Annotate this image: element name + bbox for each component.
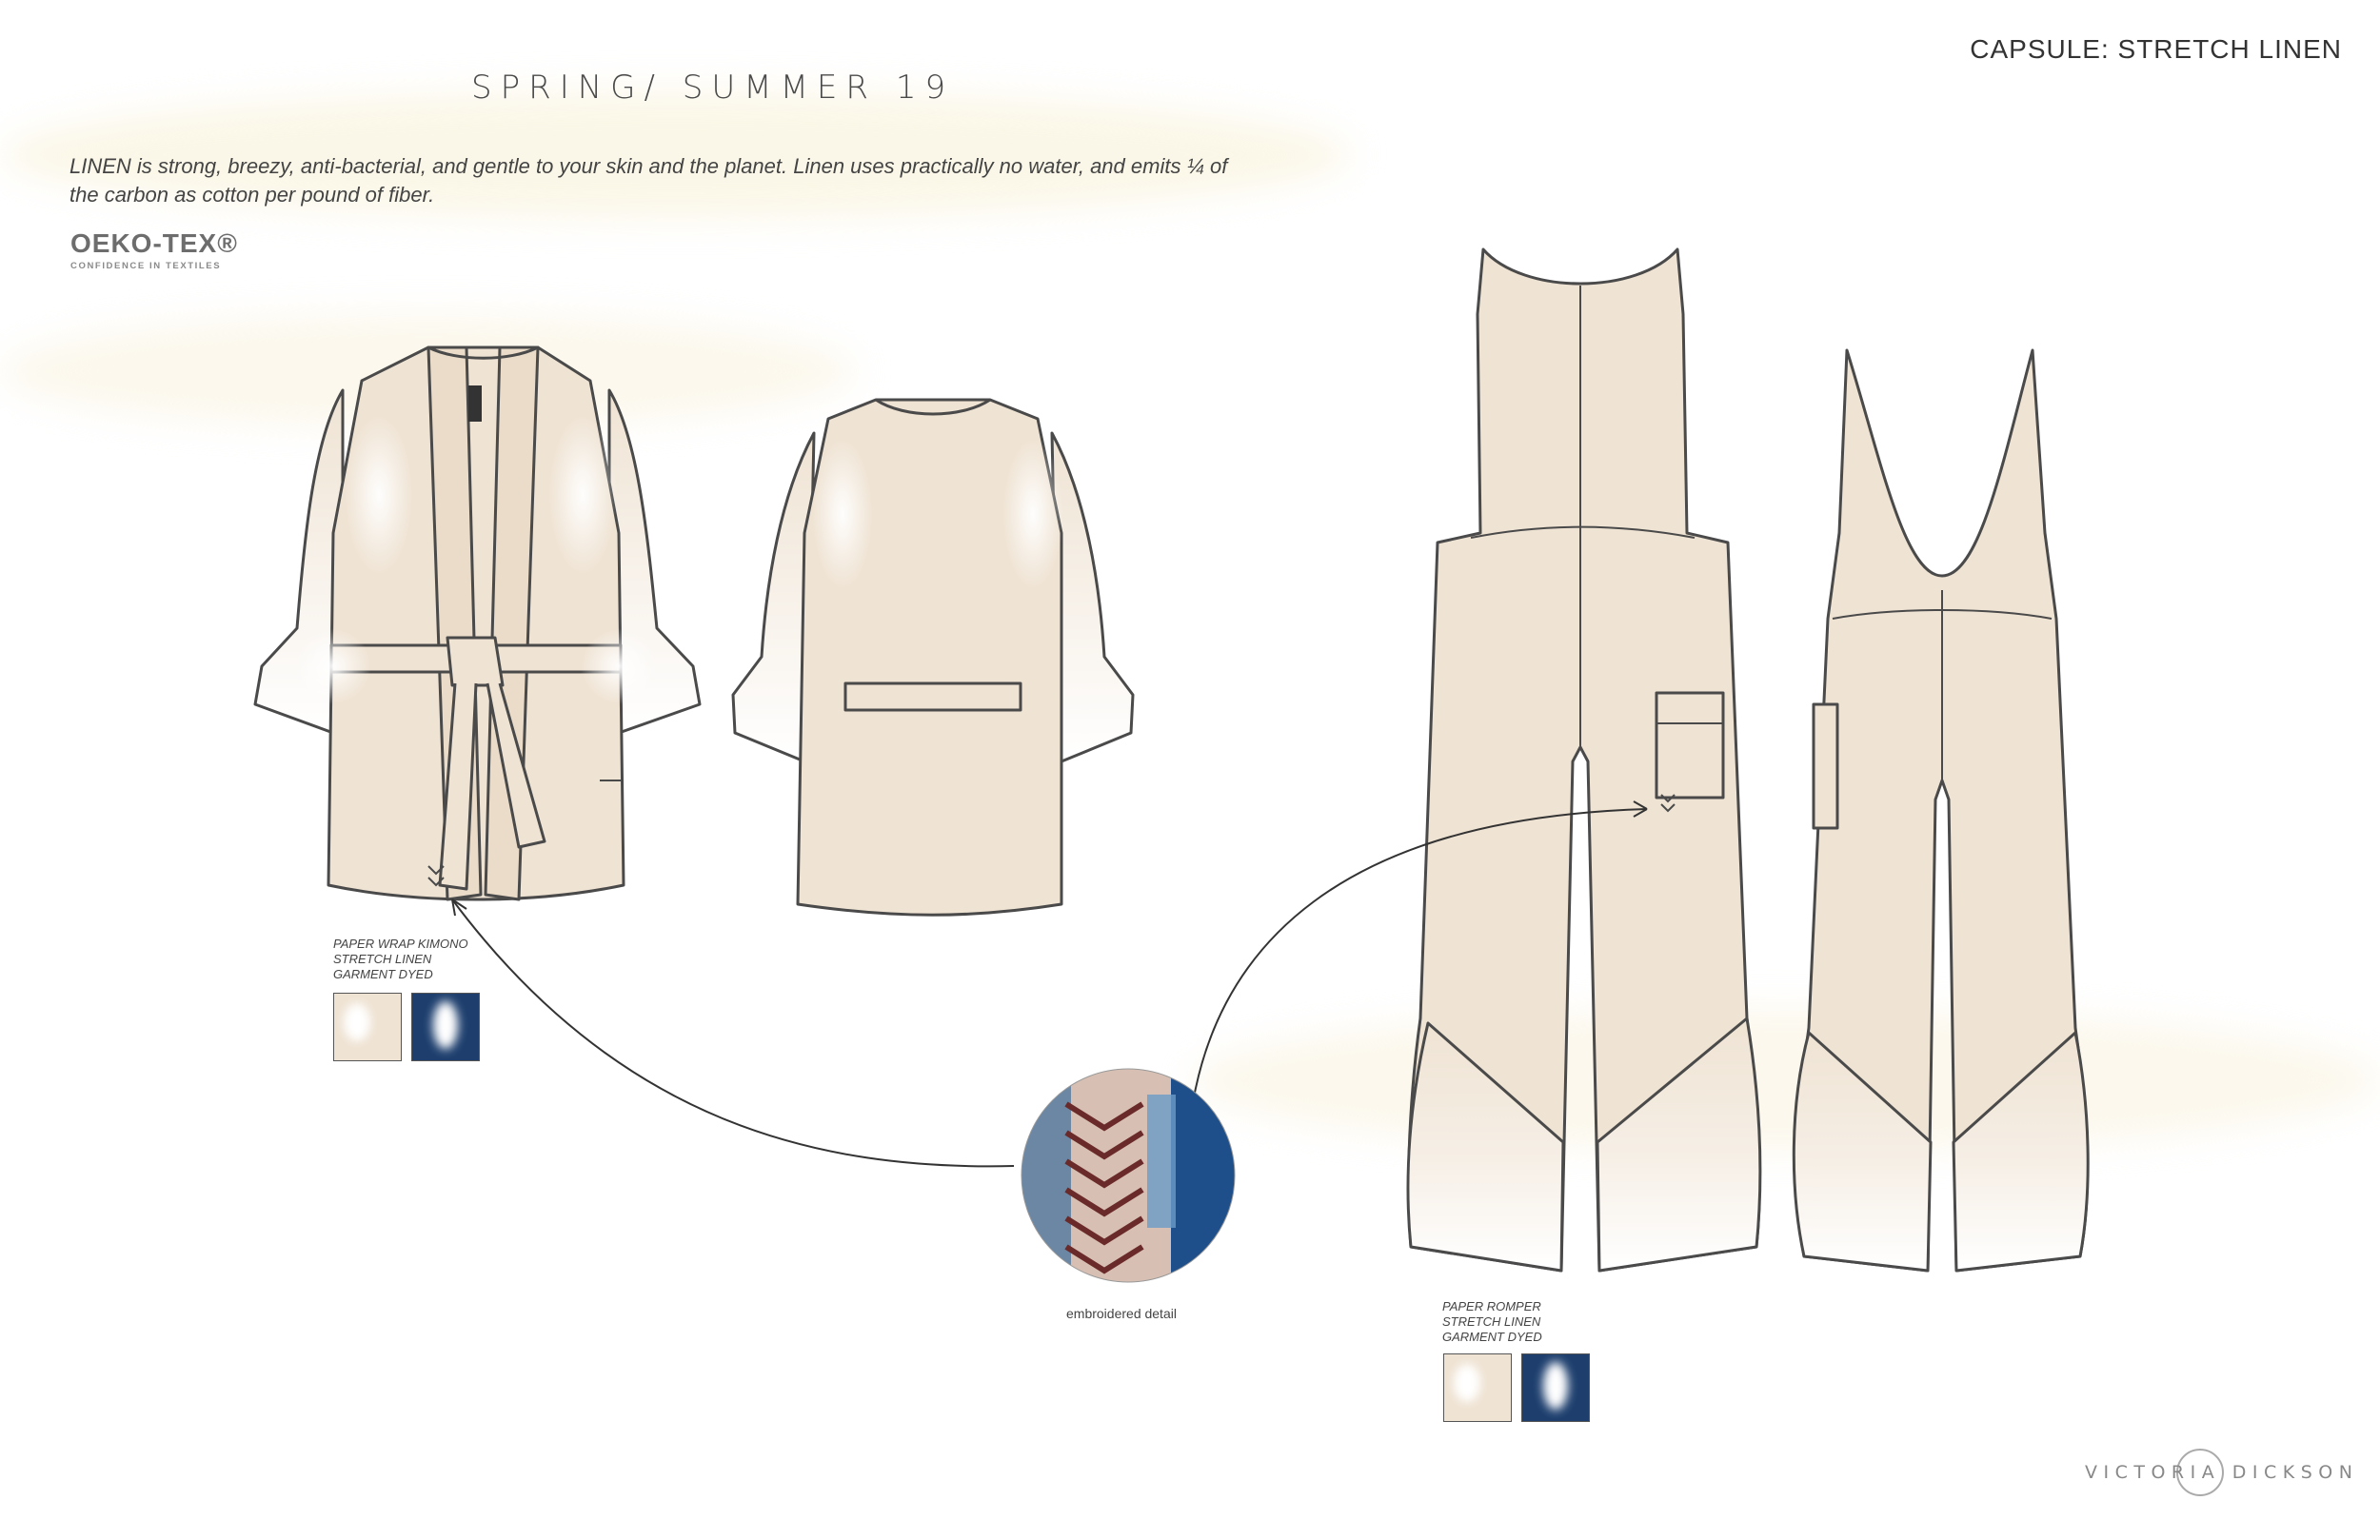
romper-front-sketch [1406, 247, 1762, 1273]
romper-swatch-natural [1443, 1353, 1512, 1422]
embroidered-detail-caption: embroidered detail [1066, 1306, 1177, 1321]
season-title: SPRING/ SUMMER 19 [471, 69, 955, 107]
kimono-detail-arrow [451, 898, 1015, 1168]
kimono-spec: PAPER WRAP KIMONO STRETCH LINEN GARMENT … [333, 937, 468, 982]
kimono-back-sketch [731, 398, 1135, 917]
embroidered-detail-image [1021, 1069, 1235, 1282]
intro-text: LINEN is strong, breezy, anti-bacterial,… [69, 154, 1228, 207]
romper-back-sketch [1792, 348, 2090, 1273]
kimono-spec-line: STRETCH LINEN [333, 952, 432, 966]
background-wash-right [1190, 1009, 2380, 1152]
kimono-swatch-indigo [411, 993, 480, 1061]
romper-detail-arrow [1194, 808, 1648, 1094]
brand-logo-circle [2176, 1449, 2224, 1496]
background-wash-top [0, 90, 1352, 219]
capsule-title: CAPSULE: STRETCH LINEN [1970, 34, 2342, 64]
kimono-swatch-natural [333, 993, 402, 1061]
oeko-tex-name: OEKO-TEX® [70, 228, 238, 258]
romper-spec-line: STRETCH LINEN [1442, 1314, 1541, 1329]
brand-name: VICTORIA DICKSON [2085, 1462, 2359, 1483]
romper-spec: PAPER ROMPER STRETCH LINEN GARMENT DYED [1442, 1299, 1542, 1345]
kimono-front-sketch [253, 346, 702, 901]
oeko-tex-tagline: CONFIDENCE IN TEXTILES [70, 261, 222, 271]
romper-spec-line: GARMENT DYED [1442, 1330, 1542, 1344]
romper-swatch-indigo [1521, 1353, 1590, 1422]
kimono-spec-line: GARMENT DYED [333, 967, 433, 981]
romper-spec-line: PAPER ROMPER [1442, 1299, 1541, 1313]
oeko-tex-logo: OEKO-TEX® CONFIDENCE IN TEXTILES [70, 228, 238, 271]
kimono-spec-line: PAPER WRAP KIMONO [333, 937, 468, 951]
